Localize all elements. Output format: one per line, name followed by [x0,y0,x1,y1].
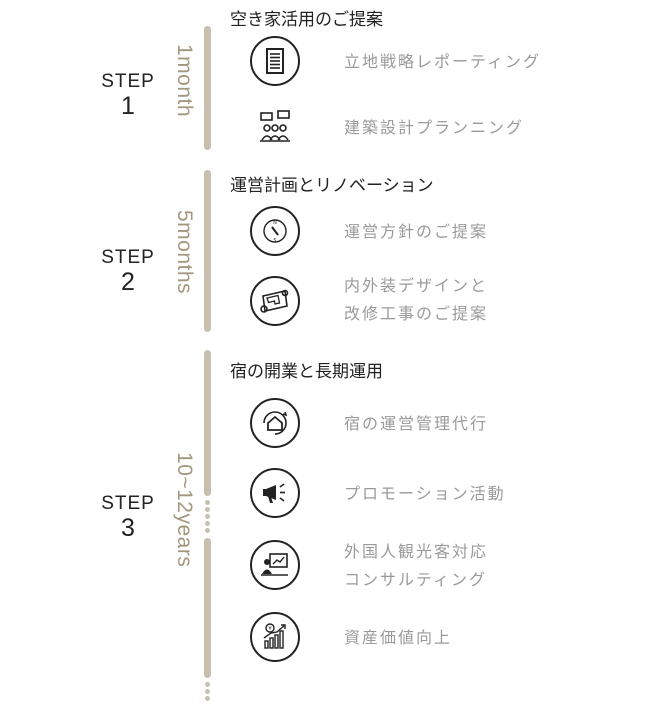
step-number: 3 [121,514,135,542]
step-2-timeline-bar [204,170,211,332]
step-3-item-4-icon-wrap: ¥ [250,612,300,662]
timeline-dot [205,521,210,526]
step-1-heading: 空き家活用のご提案 [230,10,383,30]
step-word: STEP [101,71,155,92]
step-3-duration: 10~12years [173,452,196,568]
asset-growth-icon: ¥ [263,623,286,649]
timeline-dot [205,514,210,519]
step-number: 2 [121,268,135,296]
step-word: STEP [101,247,155,268]
timeline-dot [205,696,210,701]
step-2-item-1-text: 運営方針のご提案 [344,222,489,241]
step-1-duration: 1month [173,44,196,118]
timeline-dot [205,528,210,533]
step-2-heading: 運営計画とリノベーション [230,176,434,196]
step-3-item-3-text: 外国人観光客対応 コンサルティング [344,542,489,589]
step-1-label: STEP 1 [86,72,170,119]
step-2-item-1-icon-wrap: N S [250,206,300,256]
step-1-item-1-icon-wrap [250,36,300,86]
step-word: STEP [101,493,155,514]
step-3-item-1-text: 宿の運営管理代行 [344,414,489,433]
timeline-dot [205,507,210,512]
timeline-dot [205,689,210,694]
step-1-timeline-bar [204,26,211,150]
svg-text:N: N [273,220,277,226]
document-icon [266,48,284,74]
step-3-item-1-icon-wrap [250,398,300,448]
step-number: 1 [121,92,135,120]
step-2-item-2-icon-wrap [250,276,300,326]
step-2-item-2-text: 内外装デザインと 改修工事のご提案 [344,276,489,323]
blueprint-icon [260,289,289,313]
step-3-item-3-icon-wrap [250,540,300,590]
house-cycle-icon [263,411,288,435]
step-3-timeline-bar-lower [204,538,211,678]
step-2-label: STEP 2 [86,248,170,295]
step-3-item-2-icon-wrap [250,468,300,518]
step-1-item-2-icon-wrap [250,102,300,152]
step-1-item-1-text: 立地戦略レポーティング [344,52,542,71]
step-2-duration: 5months [173,210,196,295]
step-3-item-2-text: プロモーション活動 [344,484,506,503]
timeline-dot [205,682,210,687]
timeline-dot [205,500,210,505]
presentation-icon [261,553,288,576]
step-3-heading: 宿の開業と長期運用 [230,362,383,382]
svg-text:S: S [273,238,276,244]
compass-icon: N S [263,219,287,244]
step-3-timeline-bar-upper [204,350,211,496]
meeting-icon [260,110,290,142]
step-3-item-4-text: 資産価値向上 [344,628,453,647]
step-1-item-2-text: 建築設計プランニング [344,118,525,137]
megaphone-icon [263,483,285,503]
step-3-label: STEP 3 [86,494,170,541]
svg-text:¥: ¥ [268,626,272,632]
